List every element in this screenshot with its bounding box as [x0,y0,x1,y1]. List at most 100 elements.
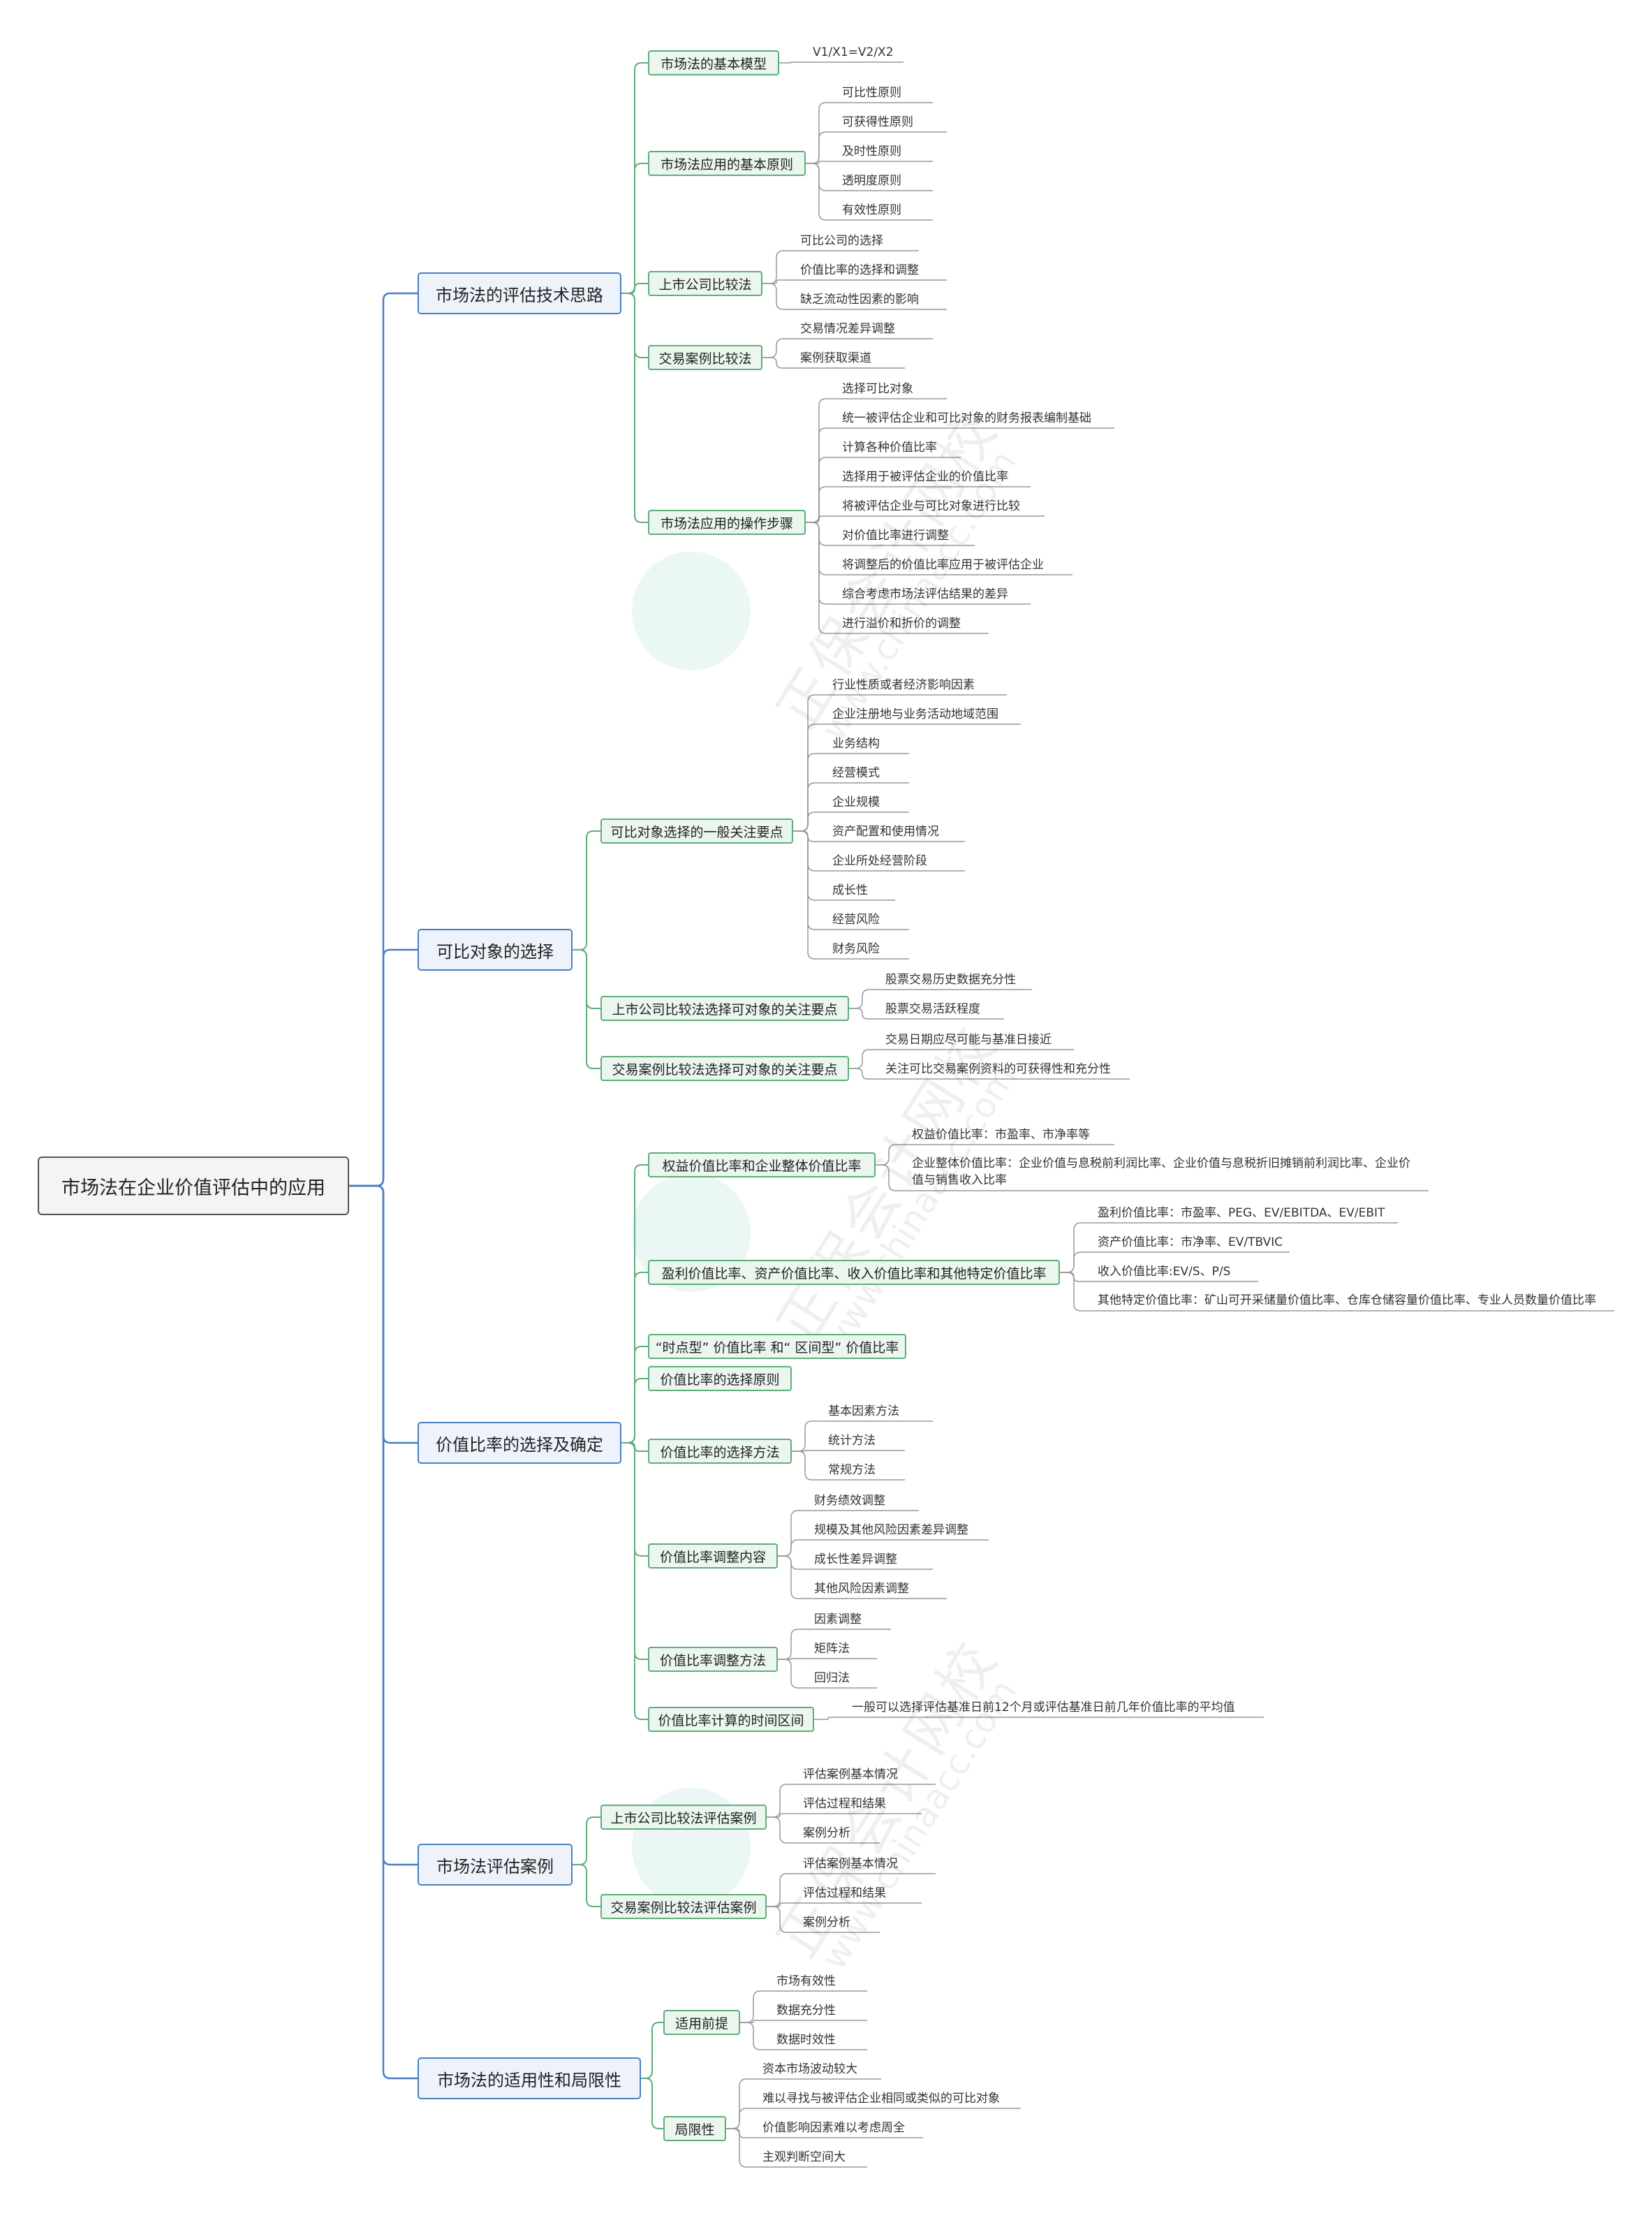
connector-line [778,1629,804,1660]
subtopic[interactable]: 价值比率的选择原则 [648,1366,792,1391]
subtopic[interactable]: 权益价值比率和企业整体价值比率 [648,1152,876,1177]
connector-line [762,250,790,284]
leaf-item: 主观判断空间大 [762,2150,846,2164]
leaf-item: 资产价值比率：市净率、EV/TBVIC [1098,1235,1283,1249]
subtopic[interactable]: 市场法应用的操作步骤 [648,510,806,535]
connector-line [740,2022,767,2050]
subtopic[interactable]: 市场法应用的基本原则 [648,151,806,176]
subtopic[interactable]: 适用前提 [663,2010,740,2035]
subtopic[interactable]: 市场法的基本模型 [648,50,779,75]
connector-line [740,1990,767,2023]
connector-line [876,1164,902,1191]
leaf-item: 经营模式 [832,766,880,780]
leaf-item: 统计方法 [828,1434,876,1448]
subtopic[interactable]: 价值比率调整方法 [648,1647,778,1672]
connector-line [740,2020,767,2023]
subtopic[interactable]: 上市公司比较法评估案例 [600,1805,767,1830]
connector-line [349,948,418,1187]
leaf-item: 收入价值比率:EV/S、P/S [1098,1265,1231,1279]
leaf-item: 缺乏流动性因素的影响 [800,293,919,307]
leaf-item: 企业所处经营阶段 [832,854,927,868]
section-topic[interactable]: 价值比率的选择及确定 [418,1422,621,1464]
section-topic[interactable]: 市场法的评估技术思路 [418,272,621,314]
leaf-item: 基本因素方法 [828,1404,899,1418]
subtopic[interactable]: 交易案例比较法评估案例 [600,1894,767,1919]
connector-line [762,357,790,369]
subtopic[interactable]: 价值比率的选择方法 [648,1439,792,1464]
connector-line [573,1864,600,1907]
leaf-item: 企业规模 [832,795,880,809]
connector-line [621,293,648,523]
connector-line [621,163,648,294]
leaf-item: 关注可比交易案例资料的可获得性和充分性 [885,1062,1111,1076]
connector-line [849,1008,876,1020]
section-topic[interactable]: 市场法的适用性和局限性 [418,2057,641,2099]
connector-line [621,283,648,294]
leaf-item: 难以寻找与被评估企业相同或类似的可比对象 [762,2092,1000,2106]
leaf-item: 资本市场波动较大 [762,2062,857,2076]
leaf-item: 数据时效性 [776,2033,836,2047]
leaf-item: 成长性差异调整 [814,1552,897,1566]
leaf-item: 成长性 [832,883,868,897]
connector-line [762,279,790,284]
subtopic[interactable]: 盈利价值比率、资产价值比率、收入价值比率和其他特定价值比率 [648,1260,1060,1285]
leaf-item: 市场有效性 [776,1974,836,1988]
leaf-item: 评估过程和结果 [803,1886,886,1900]
leaf-item: 将被评估企业与可比对象进行比较 [842,499,1020,513]
leaf-item: 选择用于被评估企业的价值比率 [842,470,1008,484]
connector-line [849,1049,876,1069]
leaf-item: 将调整后的价值比率应用于被评估企业 [842,558,1044,572]
connector-line [573,1816,600,1865]
subtopic[interactable]: 可比对象选择的一般关注要点 [600,818,793,844]
connector-line [641,2078,663,2129]
leaf-item: 可比公司的选择 [800,234,883,248]
subtopic[interactable]: 交易案例比较法 [648,345,762,370]
subtopic[interactable]: 价值比率计算的时间区间 [648,1707,814,1732]
leaf-item: 对价值比率进行调整 [842,529,949,543]
leaf-item: 可获得性原则 [842,115,913,129]
root-topic[interactable]: 市场法在企业价值评估中的应用 [38,1156,349,1215]
leaf-item: 计算各种价值比率 [842,441,937,455]
connector-line [806,163,832,221]
connector-line [876,1144,902,1166]
leaf-item: 经营风险 [832,913,880,927]
connector-line [767,1816,793,1844]
connector-line [792,1450,818,1452]
leaf-item: 案例获取渠道 [800,351,871,365]
leaf-item: 常规方法 [828,1463,876,1477]
connector-line [806,522,832,634]
connector-line [849,989,876,1009]
leaf-item: 进行溢价和折价的调整 [842,617,961,631]
leaf-item: 一般可以选择评估基准日前12个月或评估基准日前几年价值比率的平均值 [852,1701,1235,1714]
connector-line [573,949,600,1069]
leaf-item: 财务绩效调整 [814,1494,885,1508]
leaf-item: 案例分析 [803,1826,850,1840]
leaf-item: 行业性质或者经济影响因素 [832,678,975,692]
leaf-item: 其他特定价值比率：矿山可开采储量价值比率、仓库仓储容量价值比率、专业人员数量价值… [1098,1293,1596,1307]
connector-line [778,1539,804,1557]
connector-line [793,830,823,960]
subtopic[interactable]: 上市公司比较法选择可对象的关注要点 [600,996,849,1021]
connector-line [778,1555,804,1599]
subtopic[interactable]: “时点型” 价值比率 和“ 区间型” 价值比率 [648,1334,906,1359]
leaf-item: 评估案例基本情况 [803,1768,898,1782]
leaf-item: 权益价值比率：市盈率、市净率等 [912,1128,1090,1142]
section-topic[interactable]: 市场法评估案例 [418,1844,573,1886]
connector-line [792,1420,818,1452]
connector-line [767,1906,793,1933]
leaf-item: 股票交易活跃程度 [885,1002,980,1016]
connector-line [767,1784,793,1818]
connector-line [849,1068,876,1080]
connector-line [806,515,832,523]
connector-line [573,830,600,950]
connector-line [778,1659,804,1689]
section-topic[interactable]: 可比对象的选择 [418,929,573,971]
subtopic[interactable]: 价值比率调整内容 [648,1543,778,1569]
subtopic[interactable]: 交易案例比较法选择可对象的关注要点 [600,1056,849,1081]
connector-line [1060,1272,1088,1312]
subtopic[interactable]: 局限性 [663,2116,726,2141]
leaf-item: 业务结构 [832,737,880,751]
connector-line [779,61,803,64]
subtopic[interactable]: 上市公司比较法 [648,271,762,296]
